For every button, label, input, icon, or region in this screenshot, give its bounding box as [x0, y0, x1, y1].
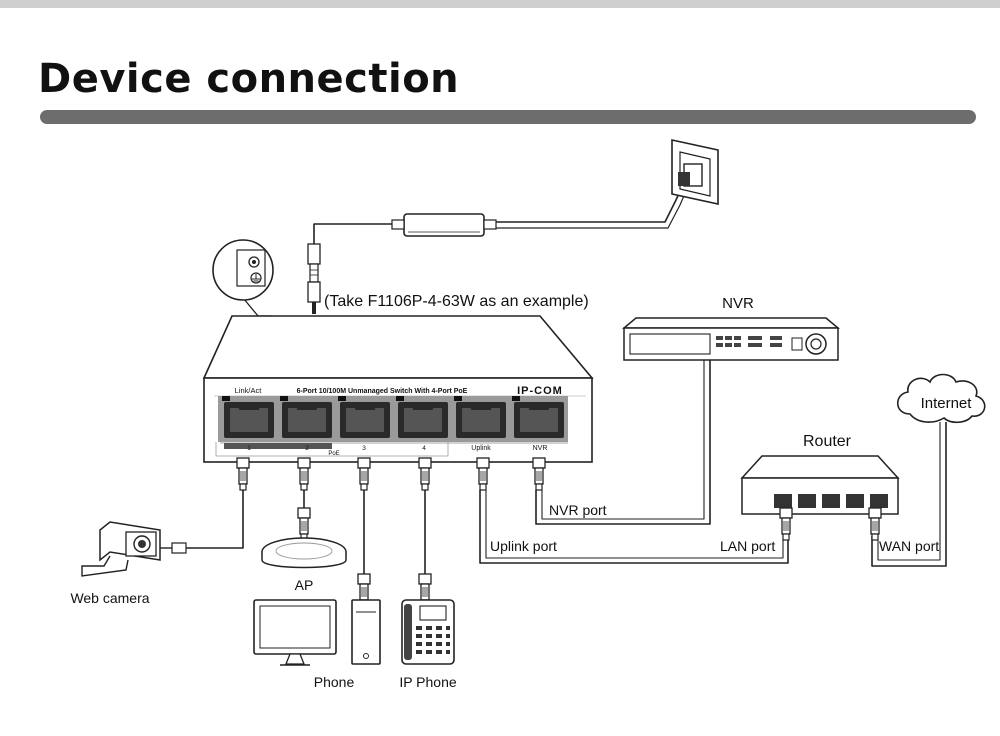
lan-port-label: LAN port: [720, 538, 775, 554]
uplink-cable: [479, 490, 789, 564]
port-label-uplink: Uplink: [471, 445, 491, 452]
internet-label: Internet: [921, 395, 973, 412]
title-underline: [40, 110, 976, 124]
port-label-1: 1: [247, 445, 251, 452]
ac-power-cable: [494, 179, 686, 223]
phone-label: Phone: [314, 674, 355, 690]
switch-top: [202, 315, 594, 379]
page-title: Device connection: [38, 56, 460, 102]
nvr-label: NVR: [722, 295, 754, 312]
power-adapter: [391, 213, 497, 237]
ip-phone-device: [401, 573, 455, 665]
uplink-cable-edge: [485, 490, 784, 559]
camera-cable: [186, 490, 244, 549]
poe-bracket: [215, 442, 449, 457]
pc-device: [253, 573, 381, 666]
ap-device: [261, 507, 347, 569]
wan-cable-edge: [877, 422, 941, 561]
web-camera-label: Web camera: [70, 590, 149, 606]
wan-port-label: WAN port: [879, 538, 939, 554]
port-panel: [218, 396, 568, 442]
ap-label: AP: [295, 577, 314, 593]
dc-cable: [313, 223, 405, 244]
router-label: Router: [803, 433, 852, 450]
port-label-2: 2: [305, 445, 309, 452]
switch-port-uplink: [454, 396, 506, 438]
example-note: (Take F1106P-4-63W as an example): [324, 293, 589, 310]
wan-cable: [871, 422, 947, 567]
switch-model-text: 6-Port 10/100M Unmanaged Switch With 4-P…: [297, 388, 468, 395]
wall-socket: [671, 139, 719, 205]
switch-port-nvr: [512, 396, 564, 438]
ip-phone-label: IP Phone: [399, 674, 457, 690]
cables: [186, 179, 947, 574]
dc-plug: [307, 243, 321, 314]
port-label-nvr: NVR: [533, 445, 548, 452]
port-label-4: 4: [422, 445, 426, 452]
nvr-cable: [535, 360, 711, 525]
uplink-port-label: Uplink port: [490, 538, 557, 554]
switch-port-4: [396, 396, 448, 438]
internet-cloud: [896, 373, 986, 424]
web-camera-device: [81, 521, 187, 577]
port-labels: 1 2 3 4 Uplink NVR: [247, 445, 547, 452]
led-label: Link/Act: [235, 386, 263, 395]
switch-port-2: [280, 396, 332, 438]
switch-port-1: [222, 396, 274, 438]
grounding-terminal-callout: [212, 239, 274, 317]
poe-label: PoE: [328, 451, 339, 457]
router-device: [740, 455, 900, 541]
port-label-3: 3: [362, 445, 366, 452]
nvr-port-label: NVR port: [549, 502, 607, 518]
nvr-device: [621, 317, 841, 361]
switch-port-3: [338, 396, 390, 438]
top-band: [0, 0, 1000, 8]
switch: Link/Act 6-Port 10/100M Unmanaged Switch…: [202, 315, 594, 463]
nvr-cable-edge: [541, 360, 705, 520]
switch-brand: IP-COM: [517, 385, 563, 397]
